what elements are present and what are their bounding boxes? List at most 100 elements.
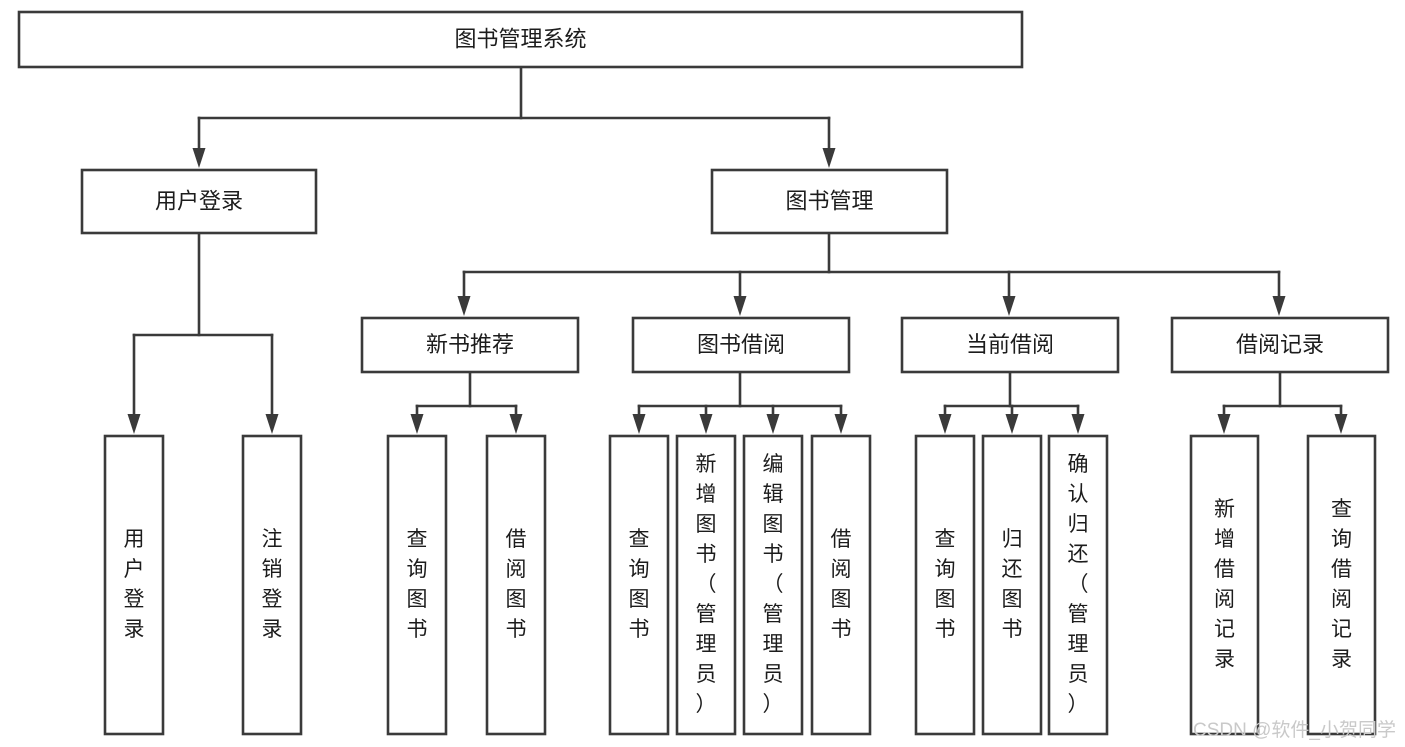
node-user-login[interactable]: 用户登录 (80, 168, 318, 235)
node-box-current-borrow (900, 316, 1120, 374)
arrow-head-icon (632, 414, 646, 434)
node-leaf-user-login[interactable]: 用户登录 (103, 434, 165, 736)
connectors-layer (127, 65, 1348, 434)
node-book-management[interactable]: 图书管理 (710, 168, 949, 235)
connector-bm-to-recommend (457, 270, 471, 316)
connector-current-to-leaf2 (1005, 404, 1019, 434)
csdn-watermark: CSDN @软件_小贺同学 (1193, 719, 1396, 741)
node-label-leaf-query-book-borrow: 查询图书 (629, 528, 650, 641)
node-root[interactable]: 图书管理系统 (17, 10, 1024, 69)
arrow-head-icon (265, 414, 279, 434)
connector-record-to-leaf1 (1217, 404, 1231, 434)
node-box-leaf-add-borrow-record (1189, 434, 1260, 736)
node-box-leaf-confirm-return (1047, 434, 1109, 736)
connector-bm-to-current (1002, 270, 1016, 316)
node-box-root (17, 10, 1024, 69)
node-leaf-query-borrow-record[interactable]: 查询借阅记录 (1306, 434, 1377, 736)
node-label-book-borrow: 图书借阅 (697, 332, 785, 357)
arrow-head-icon (127, 414, 141, 434)
connector-borrow-to-leaf3 (766, 404, 780, 434)
node-box-leaf-query-book-recommend (386, 434, 448, 736)
node-leaf-logout[interactable]: 注销登录 (241, 434, 303, 736)
arrow-head-icon (1071, 414, 1085, 434)
nodes-layer: 图书管理系统用户登录图书管理新书推荐图书借阅当前借阅借阅记录用户登录注销登录查询… (17, 10, 1390, 736)
connector-bm-to-record (1272, 270, 1286, 316)
node-label-leaf-edit-book: 编辑图书（管理员） (763, 453, 784, 716)
node-book-borrow[interactable]: 图书借阅 (631, 316, 851, 374)
arrow-head-icon (410, 414, 424, 434)
node-label-leaf-user-login: 用户登录 (124, 528, 145, 641)
node-label-root: 图书管理系统 (454, 26, 586, 51)
connector-borrow-to-leaf2 (699, 404, 713, 434)
node-label-borrow-record: 借阅记录 (1236, 332, 1324, 357)
node-current-borrow[interactable]: 当前借阅 (900, 316, 1120, 374)
connector-root-to-user-login (192, 116, 206, 168)
node-leaf-query-book-borrow[interactable]: 查询图书 (608, 434, 670, 736)
node-box-book-management (710, 168, 949, 235)
arrow-head-icon (1272, 296, 1286, 316)
arrow-head-icon (699, 414, 713, 434)
arrow-head-icon (733, 296, 747, 316)
node-leaf-edit-book[interactable]: 编辑图书（管理员） (742, 434, 804, 736)
node-label-leaf-return-book: 归还图书 (1002, 528, 1023, 641)
node-label-leaf-query-borrow-record: 查询借阅记录 (1331, 498, 1352, 671)
node-label-leaf-logout: 注销登录 (262, 528, 283, 641)
node-label-leaf-query-book-current: 查询图书 (935, 528, 956, 641)
node-label-new-book-recommend: 新书推荐 (426, 332, 514, 357)
node-label-current-borrow: 当前借阅 (966, 332, 1054, 357)
node-label-leaf-query-book-recommend: 查询图书 (407, 528, 428, 641)
connector-recommend-to-leaf2 (509, 404, 523, 434)
node-box-new-book-recommend (360, 316, 580, 374)
arrow-head-icon (766, 414, 780, 434)
node-label-user-login: 用户登录 (155, 188, 243, 213)
node-leaf-add-borrow-record[interactable]: 新增借阅记录 (1189, 434, 1260, 736)
node-leaf-return-book[interactable]: 归还图书 (981, 434, 1043, 736)
connector-record-to-leaf2 (1334, 404, 1348, 434)
node-box-leaf-user-login (103, 434, 165, 736)
connector-user-login-to-leaf1 (127, 333, 141, 434)
arrow-head-icon (192, 148, 206, 168)
connector-user-login-to-leaf2 (265, 333, 279, 434)
node-box-leaf-query-book-current (914, 434, 976, 736)
arrow-head-icon (457, 296, 471, 316)
node-box-leaf-edit-book (742, 434, 804, 736)
connector-borrow-to-leaf4 (834, 404, 848, 434)
arrow-head-icon (1217, 414, 1231, 434)
node-label-book-management: 图书管理 (785, 188, 873, 213)
node-leaf-confirm-return[interactable]: 确认归还（管理员） (1047, 434, 1109, 736)
node-label-leaf-add-book: 新增图书（管理员） (696, 453, 717, 716)
node-label-leaf-borrow-book: 借阅图书 (831, 528, 852, 641)
arrow-head-icon (509, 414, 523, 434)
node-label-leaf-add-borrow-record: 新增借阅记录 (1214, 498, 1235, 671)
connector-recommend-to-leaf1 (410, 404, 424, 434)
node-box-borrow-record (1170, 316, 1390, 374)
connector-bm-to-borrow (733, 270, 747, 316)
node-box-user-login (80, 168, 318, 235)
node-box-leaf-query-book-borrow (608, 434, 670, 736)
node-leaf-add-book[interactable]: 新增图书（管理员） (675, 434, 737, 736)
connector-borrow-to-leaf1 (632, 404, 646, 434)
connector-current-to-leaf1 (938, 404, 952, 434)
node-leaf-query-book-recommend[interactable]: 查询图书 (386, 434, 448, 736)
node-leaf-query-book-current[interactable]: 查询图书 (914, 434, 976, 736)
connector-current-to-leaf3 (1071, 404, 1085, 434)
node-leaf-borrow-book[interactable]: 借阅图书 (810, 434, 872, 736)
connector-root-to-book-management (822, 116, 836, 168)
node-box-book-borrow (631, 316, 851, 374)
node-borrow-record[interactable]: 借阅记录 (1170, 316, 1390, 374)
arrow-head-icon (1005, 414, 1019, 434)
arrow-head-icon (938, 414, 952, 434)
node-new-book-recommend[interactable]: 新书推荐 (360, 316, 580, 374)
node-label-leaf-confirm-return: 确认归还（管理员） (1068, 453, 1089, 716)
node-box-leaf-return-book (981, 434, 1043, 736)
node-box-leaf-query-borrow-record (1306, 434, 1377, 736)
arrow-head-icon (1334, 414, 1348, 434)
node-box-leaf-borrow-book-recommend (485, 434, 547, 736)
arrow-head-icon (834, 414, 848, 434)
node-leaf-borrow-book-recommend[interactable]: 借阅图书 (485, 434, 547, 736)
arrow-head-icon (1002, 296, 1016, 316)
node-box-leaf-borrow-book (810, 434, 872, 736)
node-label-leaf-borrow-book-recommend: 借阅图书 (506, 528, 527, 641)
